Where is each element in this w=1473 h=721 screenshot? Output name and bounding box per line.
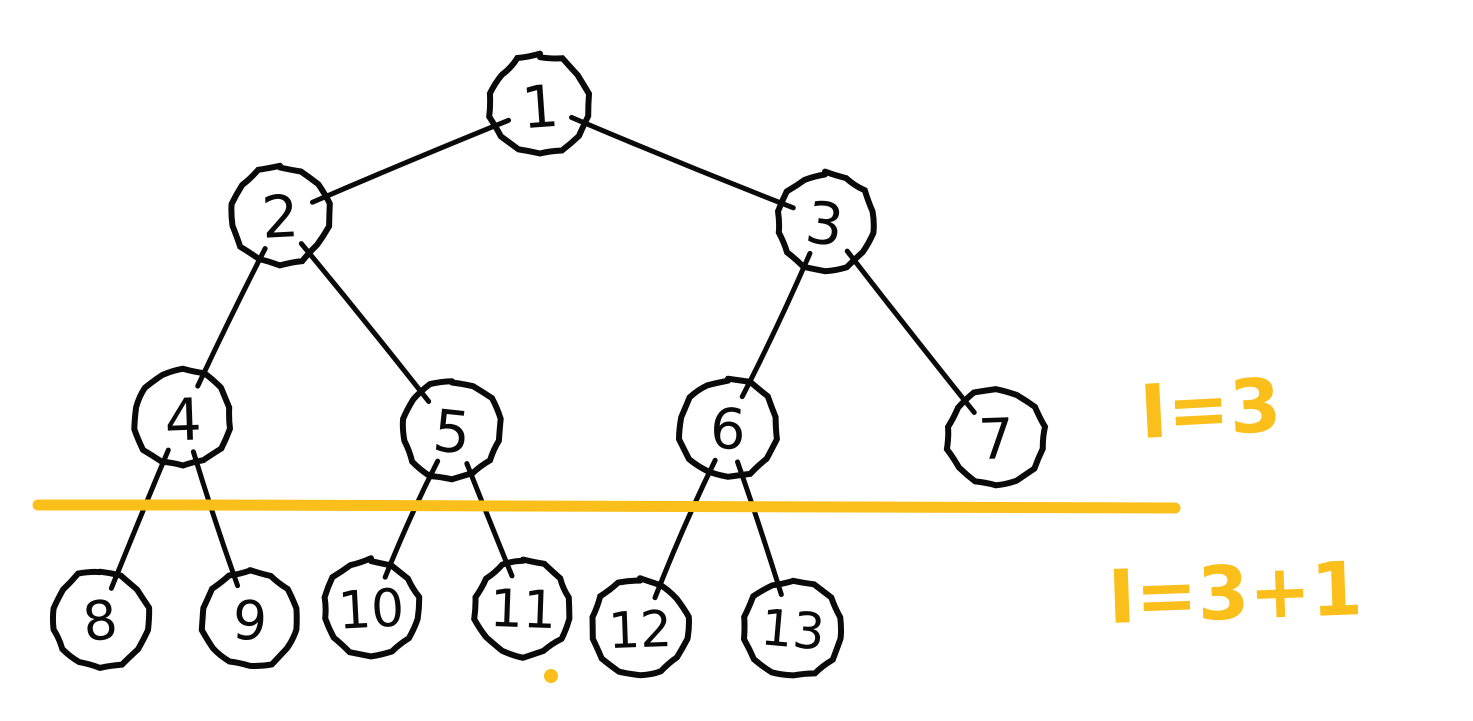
tree-node[interactable]: 1	[486, 50, 593, 157]
node-circle	[675, 375, 780, 480]
tree-node[interactable]: 9	[198, 567, 300, 669]
highlight-dot	[544, 669, 558, 683]
node-label: 9	[231, 588, 270, 653]
tree-edge	[652, 457, 718, 601]
tree-edge	[108, 447, 171, 591]
tree-edge	[195, 246, 268, 389]
annot-below: I=3+1	[1106, 546, 1363, 641]
tree-node[interactable]: 13	[740, 577, 845, 679]
node-circle	[228, 162, 333, 269]
node-circle	[486, 50, 593, 157]
tree-node[interactable]: 5	[399, 378, 504, 483]
tree-node[interactable]: 7	[943, 386, 1049, 489]
node-circle	[774, 168, 877, 275]
depth-cut-line	[32, 499, 1181, 514]
tree-edge	[309, 117, 512, 205]
node-label: 7	[977, 407, 1015, 473]
tree-edge	[298, 241, 432, 404]
node-circle	[943, 386, 1049, 489]
annotations-layer: I=3I=3+1	[544, 363, 1364, 683]
highlight-cut-line-layer	[32, 499, 1181, 514]
node-label: 13	[759, 598, 827, 661]
node-circle	[49, 568, 153, 672]
tree-node[interactable]: 10	[321, 555, 423, 660]
node-circle	[131, 365, 234, 469]
tree-node[interactable]: 8	[49, 568, 153, 672]
tree-edge	[569, 114, 796, 211]
node-circle	[740, 577, 845, 679]
node-label: 6	[708, 397, 747, 464]
node-label: 3	[802, 188, 848, 260]
node-label: 5	[430, 396, 474, 467]
tree-node[interactable]: 3	[774, 168, 877, 275]
node-circle	[321, 555, 423, 660]
node-label: 8	[80, 588, 121, 654]
node-circle	[471, 556, 573, 661]
tree-node[interactable]: 2	[228, 162, 333, 269]
annot-above: I=3	[1138, 363, 1283, 456]
node-label: 4	[163, 385, 202, 454]
tree-edge	[464, 461, 515, 579]
node-label: 1	[519, 72, 561, 142]
tree-edge	[735, 459, 784, 598]
tree-node[interactable]: 6	[675, 375, 780, 480]
tree-node[interactable]: 12	[589, 575, 692, 679]
tree-node[interactable]: 4	[131, 365, 234, 469]
node-circle	[399, 378, 504, 483]
node-circle	[198, 567, 300, 669]
node-label: 11	[489, 579, 557, 641]
node-label: 2	[260, 182, 300, 252]
node-label: 10	[336, 578, 405, 641]
node-label: 12	[607, 600, 673, 660]
tree-edge	[844, 248, 977, 415]
tree-node[interactable]: 11	[471, 556, 573, 661]
node-circle	[589, 575, 692, 679]
tree-edge	[739, 250, 813, 400]
tree-edge	[190, 449, 241, 589]
